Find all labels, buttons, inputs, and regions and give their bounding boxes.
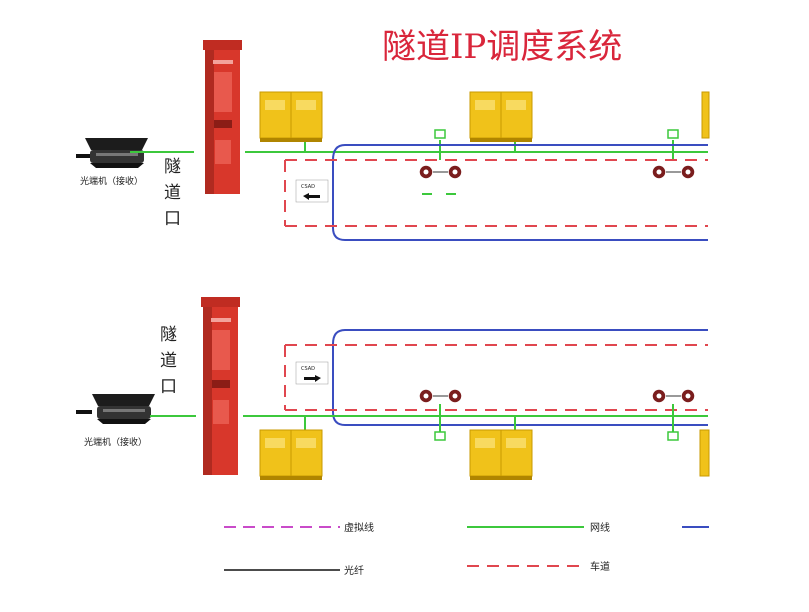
network-switch-bottom-1 (434, 431, 446, 441)
svg-text:口: 口 (160, 377, 177, 397)
legend-fiber-label: 光纤 (344, 564, 364, 577)
legend: 虚拟线 网线 光纤 车道 (224, 521, 709, 577)
optical-receiver-bottom (76, 394, 155, 424)
receiver-label-top: 光端机（接收） (80, 175, 143, 187)
tunnel-wall-top (332, 144, 708, 241)
camera-pair-top-1 (418, 164, 463, 180)
tunnel-entrance-label-top: 隧 道 口 (164, 157, 181, 229)
network-switch-top-1 (434, 129, 446, 139)
telephone-cabinet-bottom-2 (469, 429, 533, 480)
network-switch-bottom-2 (667, 431, 679, 441)
tunnel-wall-bottom (332, 329, 708, 426)
network-lines-top (130, 140, 708, 160)
svg-text:隧: 隧 (164, 157, 181, 177)
lane-lines-top (284, 159, 708, 227)
telephone-cabinet-bottom-1 (259, 429, 323, 480)
svg-text:CSAD: CSAD (301, 366, 315, 372)
emergency-pillar-bottom (201, 297, 240, 475)
svg-text:CSAD: CSAD (301, 184, 315, 190)
emergency-pillar-top (203, 40, 242, 194)
svg-text:口: 口 (164, 209, 181, 229)
camera-pair-top-2 (651, 164, 696, 180)
telephone-cabinet-bottom-3 (699, 429, 710, 477)
network-switch-top-2 (667, 129, 679, 139)
camera-pair-bottom-1 (418, 388, 463, 404)
camera-pair-bottom-2 (651, 388, 696, 404)
lane-direction-sign-top: CSAD (295, 179, 329, 203)
network-lines-bottom (150, 404, 708, 432)
svg-text:道: 道 (160, 351, 177, 371)
svg-text:隧: 隧 (160, 325, 177, 345)
legend-virtual-label: 虚拟线 (344, 521, 374, 534)
lane-direction-sign-bottom: CSAD (295, 361, 329, 385)
diagram-title: 隧道IP调度系统 (382, 27, 622, 67)
telephone-cabinet-top-1 (259, 91, 323, 142)
optical-receiver-top (76, 138, 148, 168)
svg-text:道: 道 (164, 183, 181, 203)
lane-lines-bottom (284, 344, 708, 411)
telephone-cabinet-top-2 (469, 91, 533, 142)
legend-lane-label: 车道 (590, 560, 610, 573)
tunnel-entrance-label-bottom: 隧 道 口 (160, 325, 177, 397)
telephone-cabinet-top-3 (701, 91, 710, 139)
receiver-label-bottom: 光端机（接收） (84, 436, 147, 448)
legend-network-label: 网线 (590, 521, 610, 534)
